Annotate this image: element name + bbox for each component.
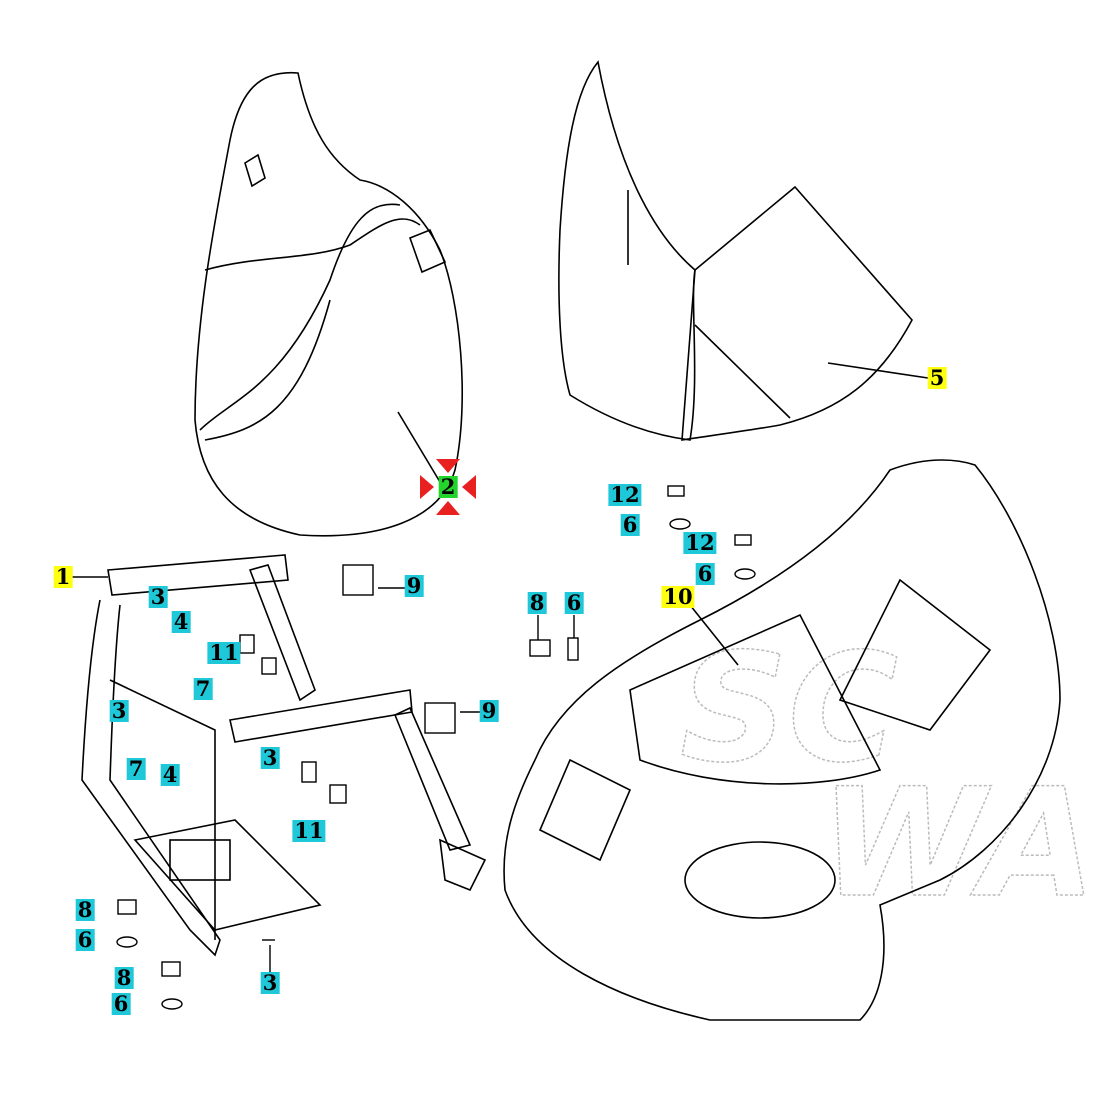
part-bracket-frame — [64, 554, 487, 957]
callout-3[interactable]: 3 — [260, 745, 280, 770]
part-front-cover — [503, 459, 1061, 1021]
part-front-shield — [194, 71, 463, 537]
callout-6[interactable]: 6 — [564, 590, 584, 615]
callout-8[interactable]: 8 — [527, 590, 547, 615]
callout-7[interactable]: 7 — [126, 756, 146, 781]
callout-10[interactable]: 10 — [661, 584, 695, 609]
callout-11[interactable]: 11 — [292, 818, 326, 843]
callout-12[interactable]: 12 — [683, 530, 717, 555]
watermark-text-1: SC — [680, 622, 898, 796]
callout-3[interactable]: 3 — [148, 584, 168, 609]
selection-arrows-icon — [420, 459, 476, 515]
callout-3[interactable]: 3 — [260, 970, 280, 995]
part-inner-panel — [558, 60, 929, 441]
fasteners — [116, 485, 756, 1010]
callout-7[interactable]: 7 — [193, 676, 213, 701]
clip-9a — [342, 564, 374, 596]
callout-6[interactable]: 6 — [111, 991, 131, 1016]
callout-12[interactable]: 12 — [608, 482, 642, 507]
callout-1[interactable]: 1 — [53, 564, 73, 589]
callout-2-selected[interactable]: 2 — [438, 474, 458, 499]
callout-4[interactable]: 4 — [171, 609, 191, 634]
callout-9[interactable]: 9 — [479, 698, 499, 723]
watermark-text-2: WA — [820, 757, 1096, 931]
callout-8[interactable]: 8 — [75, 897, 95, 922]
callout-4[interactable]: 4 — [160, 762, 180, 787]
callout-6[interactable]: 6 — [695, 561, 715, 586]
callout-8[interactable]: 8 — [114, 965, 134, 990]
clip-9b — [424, 702, 456, 734]
callout-3[interactable]: 3 — [109, 698, 129, 723]
callout-5[interactable]: 5 — [927, 365, 947, 390]
callout-9[interactable]: 9 — [404, 573, 424, 598]
callout-11[interactable]: 11 — [207, 640, 241, 665]
callout-6[interactable]: 6 — [620, 512, 640, 537]
watermark: SC WA — [679, 621, 1097, 932]
callout-6[interactable]: 6 — [75, 927, 95, 952]
